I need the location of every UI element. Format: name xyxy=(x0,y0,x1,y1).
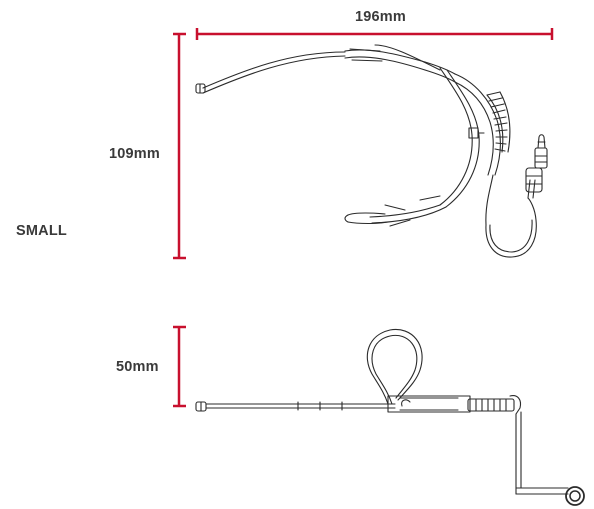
headset-side-view xyxy=(195,328,585,506)
ribbed-grip xyxy=(486,91,511,153)
depth-dimension-line xyxy=(173,325,186,408)
width-dimension-label: 196mm xyxy=(355,9,406,25)
headset-front-view xyxy=(195,44,548,258)
height-dimension-line xyxy=(173,32,186,260)
dimension-lines xyxy=(173,28,554,408)
width-dimension-line xyxy=(195,28,554,40)
size-label: SMALL xyxy=(16,223,67,239)
connector-plug xyxy=(525,134,548,199)
depth-dimension-label: 50mm xyxy=(116,359,159,375)
height-dimension-label: 109mm xyxy=(109,146,160,162)
